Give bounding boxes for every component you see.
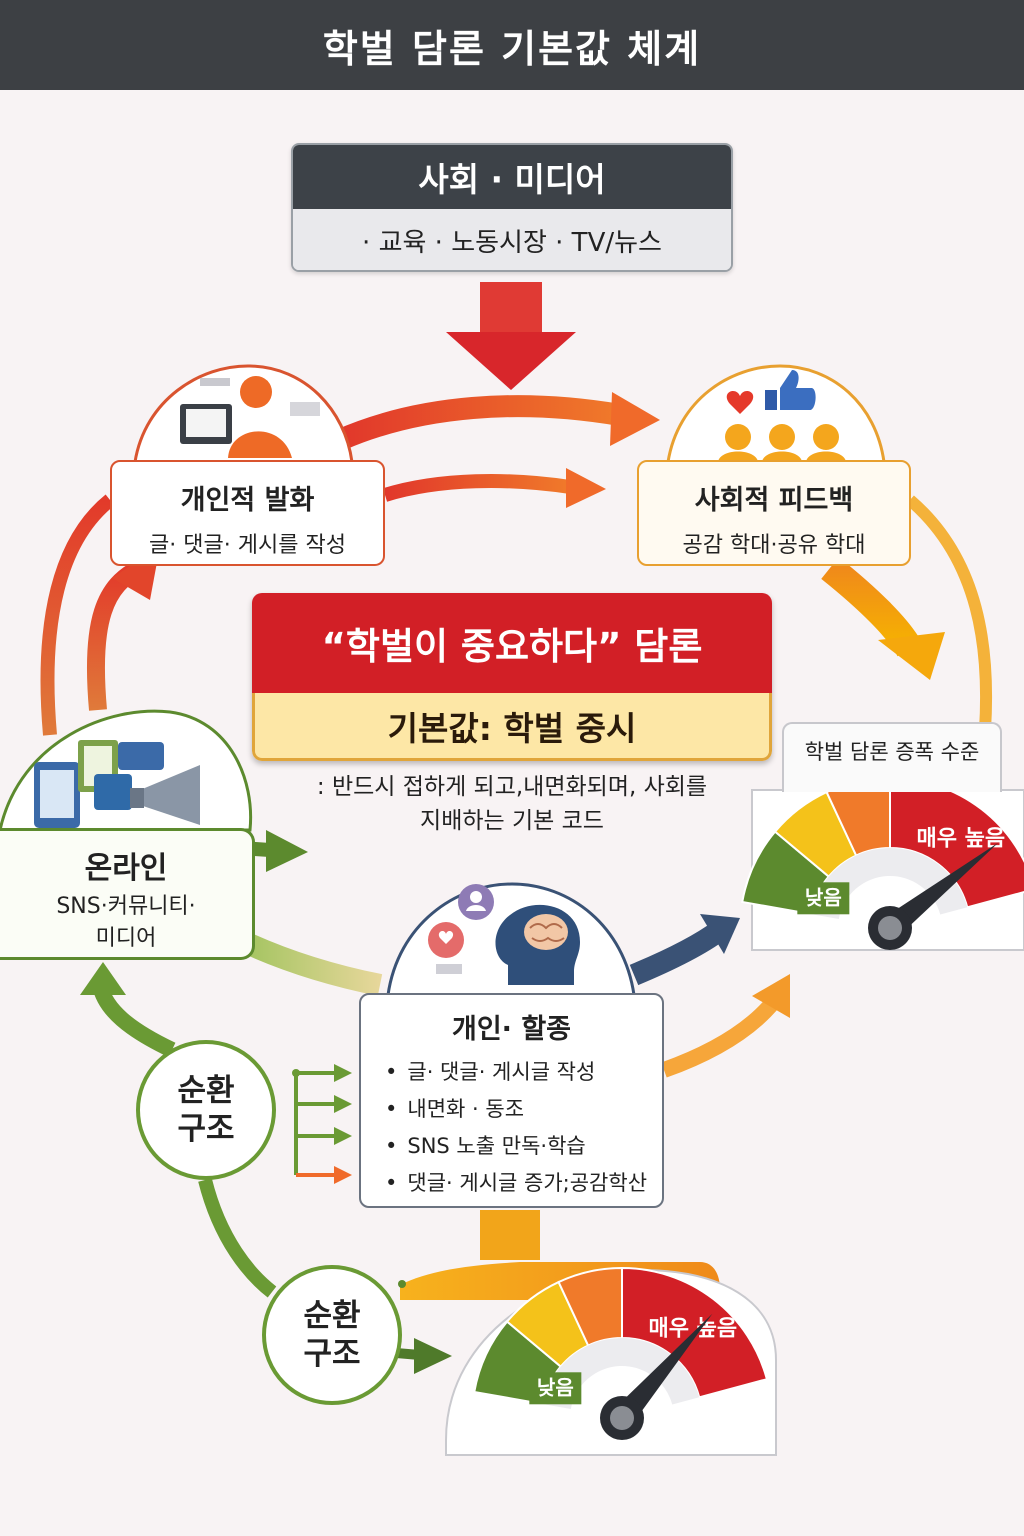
discourse-description: : 반드시 접하게 되고,내면화되며, 사회를 지배하는 기본 코드 — [252, 770, 772, 838]
activity-item: 댓글· 게시글 증가;공감학산 — [385, 1165, 662, 1202]
social-feedback-desc: 공감 학대·공유 학대 — [682, 533, 866, 558]
gauge-low-label: 낮음 — [537, 1375, 574, 1399]
arrow-speech-to-feedback-lower — [382, 474, 572, 502]
arrow-activity-to-right — [661, 994, 782, 1078]
gauge-low-badge — [797, 882, 850, 915]
activity-item: SNS 노출 만독·학습 — [385, 1128, 662, 1165]
activity-item: 글· 댓글· 게시글 작성 — [385, 1054, 662, 1091]
society-media-items: · 교육 · 노동시장 · TV/뉴스 — [293, 209, 731, 270]
activity-item: 내면화 · 동조 — [385, 1091, 662, 1128]
personal-speech-node: 개인적 발화 글· 댓글· 게시를 작성 — [110, 460, 385, 566]
cycle-label-line1: 순환 — [303, 1298, 361, 1334]
online-title: 온라인 — [84, 851, 168, 886]
discourse-desc-line1: : 반드시 접하게 되고,내면화되며, 사회를 — [316, 774, 708, 800]
arrow-right-edge — [906, 495, 993, 731]
gauge-inner-band — [543, 1338, 700, 1409]
discourse-desc-line2: 지배하는 기본 코드 — [420, 808, 604, 834]
personal-speech-title: 개인적 발화 — [180, 485, 315, 516]
cycle-structure-badge: 순환 구조 — [262, 1265, 402, 1405]
activity-list: 글· 댓글· 게시글 작성 내면화 · 동조 SNS 노출 만독·학습 댓글· … — [361, 1054, 662, 1202]
arrow-activity-to-gauge-top — [629, 921, 727, 986]
gauge-needle — [612, 1313, 713, 1426]
personal-speech-desc: 글· 댓글· 게시를 작성 — [149, 533, 346, 558]
branch-arrows — [292, 1064, 352, 1184]
social-feedback-title: 사회적 피드백 — [694, 485, 854, 516]
cycle-label-line2: 구조 — [177, 1111, 235, 1147]
online-line1: SNS·커뮤니티· — [56, 894, 196, 919]
down-arrow-media — [446, 282, 576, 390]
social-feedback-node: 사회적 피드백 공감 학대·공유 학대 — [637, 460, 911, 566]
speech-dome — [133, 364, 354, 464]
activity-title: 개인· 할종 — [451, 1014, 572, 1045]
personal-activity-node: 개인· 할종 글· 댓글· 게시글 작성 내면화 · 동조 SNS 노출 만독·… — [359, 993, 664, 1208]
discourse-box: “학벌이 중요하다” 담론 기본값: 학벌 중시 — [252, 593, 772, 761]
society-media-box: 사회 · 미디어 · 교육 · 노동시장 · TV/뉴스 — [291, 143, 733, 272]
gauge-needle — [882, 842, 999, 938]
gauge-pivot-inner — [610, 1406, 634, 1430]
feedback-dome — [666, 364, 886, 464]
discourse-title: “학벌이 중요하다” 담론 — [252, 593, 772, 693]
cycle-structure-badge: 순환 구조 — [136, 1040, 276, 1180]
activity-dome — [386, 882, 636, 997]
cycle-label-line1: 순환 — [177, 1073, 235, 1109]
online-dome — [0, 709, 253, 832]
arrow-speech-to-feedback-upper — [335, 395, 622, 451]
online-node: 온라인 SNS·커뮤니티· 미디어 — [0, 828, 255, 960]
gauge-pivot-inner — [878, 916, 902, 940]
gauge-top-caption: 학벌 담론 증폭 수준 — [782, 722, 1002, 792]
gauge-low-label: 낮음 — [805, 885, 842, 909]
gauge-high-label: 매우 높음 — [916, 826, 1005, 851]
cycle-label-line2: 구조 — [303, 1336, 361, 1372]
online-line2: 미디어 — [95, 926, 157, 951]
society-media-title: 사회 · 미디어 — [293, 145, 731, 209]
discourse-default: 기본값: 학벌 중시 — [252, 693, 772, 761]
gauge-inner-band — [811, 848, 968, 919]
arrow-online-to-speech-outer — [40, 494, 115, 736]
page-title: 학벌 담론 기본값 체계 — [0, 0, 1024, 90]
arrow-cycle-down — [198, 1178, 277, 1298]
gauge-low-badge — [529, 1372, 582, 1405]
